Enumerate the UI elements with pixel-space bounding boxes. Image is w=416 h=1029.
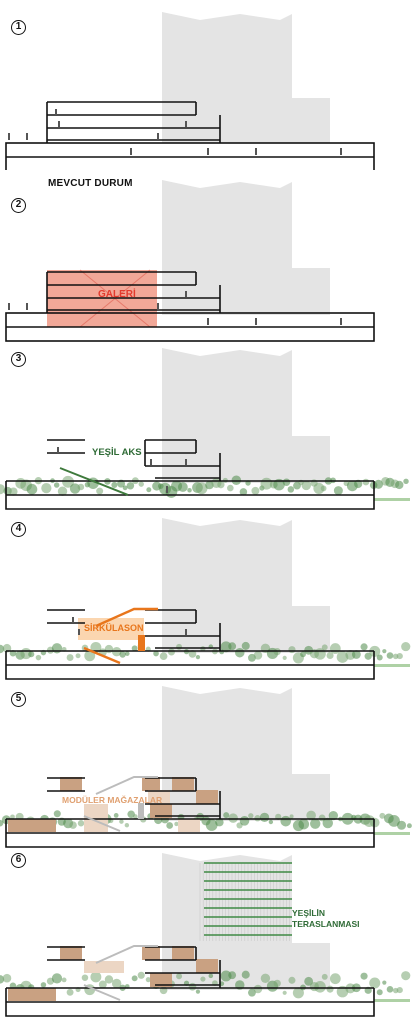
diagram-svg-3 (0, 348, 410, 633)
step-badge-2: 2 (11, 198, 26, 213)
modular-shops-6 (8, 946, 218, 1001)
step-badge-3: 3 (11, 352, 26, 367)
panel-1: 1 MEVCUT DURUM (0, 0, 416, 295)
circulation-core (138, 635, 145, 651)
green-axis-label: YEŞİL AKS (92, 447, 142, 458)
circulation-label: SİRKÜLASON (84, 623, 144, 633)
structure-1 (5, 101, 375, 172)
structure-6 (5, 946, 375, 1017)
terracing-label-line1: YEŞİLİN (292, 908, 326, 918)
people-4 (72, 617, 187, 635)
structure-4 (5, 609, 375, 680)
panel-5: 5 MODÜ (0, 676, 416, 971)
modular-shops-label: MODÜLER MAĞAZALAR (62, 795, 163, 805)
panel-4: 4 SİRKÜLASON (0, 508, 416, 803)
gallery-label: GALERİ (98, 289, 136, 300)
tower-6 (162, 853, 330, 990)
circulation-paths-5 (83, 776, 158, 832)
diagram-svg-2 (5, 180, 375, 465)
tower-2 (162, 180, 330, 465)
structure-5 (5, 777, 375, 848)
diagram-svg-6 (0, 853, 411, 1017)
panel-3: 3 YEŞİL AKS (0, 338, 416, 633)
panel-6: 6 YEŞİLİN TERASLAN (0, 845, 416, 1024)
diagram-svg-4 (0, 518, 411, 803)
terracing-label-line2: TERASLANMASI (292, 919, 360, 929)
circulation-paths-6 (83, 945, 158, 1001)
diagram-svg-5 (0, 686, 412, 971)
people-2 (8, 291, 342, 325)
people-1 (8, 109, 342, 155)
green-terraces (204, 862, 292, 936)
people-3 (57, 447, 187, 493)
step-badge-4: 4 (11, 522, 26, 537)
step-badge-6: 6 (11, 853, 26, 868)
panel-2: 2 GALERİ (0, 170, 416, 465)
step-1-caption: MEVCUT DURUM (48, 178, 133, 189)
structure-2 (5, 271, 375, 342)
greenery-3 (0, 475, 410, 501)
diagram-svg-1 (5, 12, 375, 295)
step-badge-1: 1 (11, 20, 26, 35)
circulation-core-5 (138, 803, 144, 819)
tower-mullions-6 (199, 863, 290, 941)
circulation-paths (83, 607, 158, 665)
structure-3 (5, 439, 375, 510)
modular-shops (8, 777, 218, 832)
step-badge-5: 5 (11, 692, 26, 707)
green-ramp-3 (59, 467, 129, 496)
circulation-zone (78, 618, 144, 640)
